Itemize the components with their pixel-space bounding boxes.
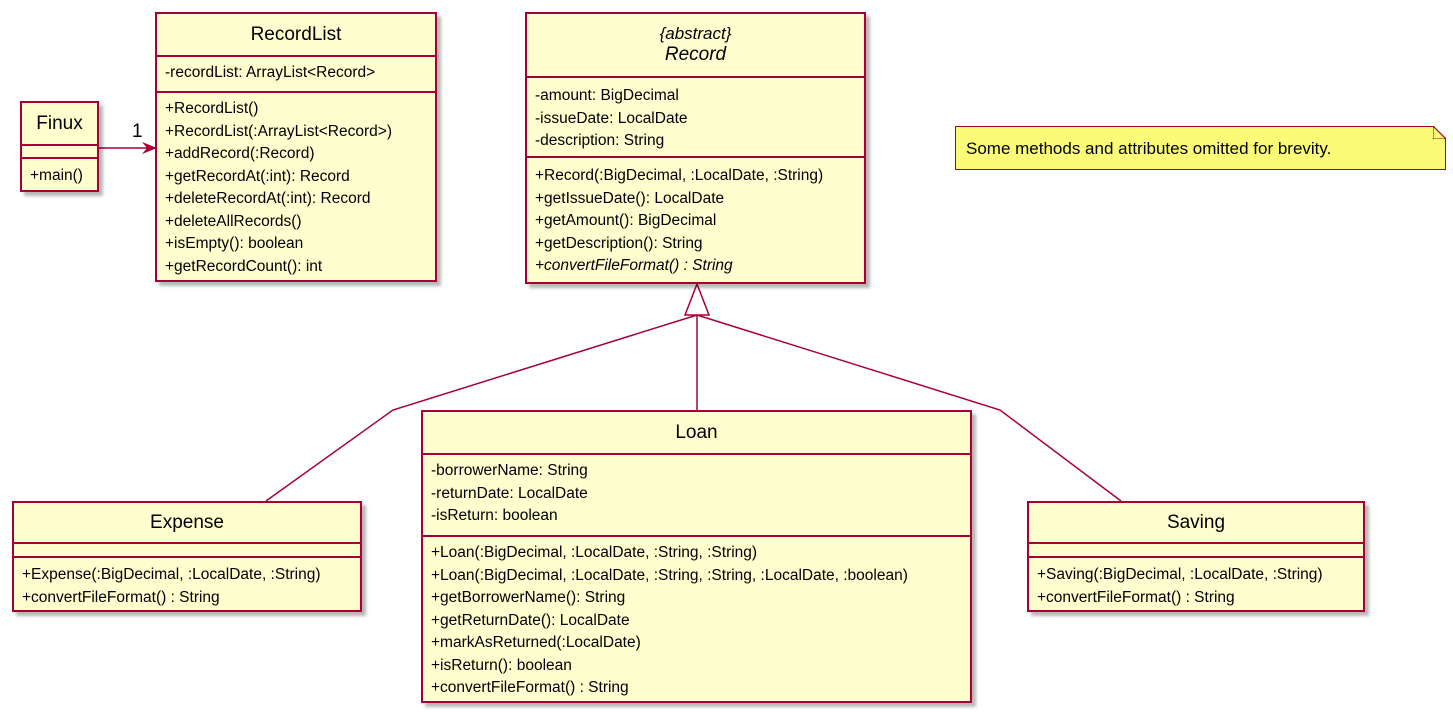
- abstract-stereotype: {abstract}: [659, 24, 732, 43]
- method: +getReturnDate(): LocalDate: [431, 611, 630, 629]
- recordlist-attributes: -recordList: ArrayList<Record>: [157, 57, 435, 91]
- method: +addRecord(:Record): [165, 145, 315, 162]
- attribute: -description: String: [535, 132, 665, 149]
- method: +Expense(:BigDecimal, :LocalDate, :Strin…: [22, 566, 321, 583]
- generalization-arrowhead: [683, 281, 711, 316]
- recordlist-methods: +RecordList() +RecordList(:ArrayList<Rec…: [157, 91, 435, 278]
- generalization-expense-line: [265, 314, 698, 502]
- loan-methods: +Loan(:BigDecimal, :LocalDate, :String, …: [423, 535, 970, 700]
- method: +RecordList(:ArrayList<Record>): [165, 122, 392, 140]
- class-name-saving: Saving: [1029, 503, 1363, 544]
- class-name-record: {abstract} Record: [527, 14, 864, 78]
- class-name-recordlist: RecordList: [157, 14, 435, 57]
- method: +Record(:BigDecimal, :LocalDate, :String…: [535, 167, 824, 184]
- record-attributes: -amount: BigDecimal -issueDate: LocalDat…: [527, 78, 864, 156]
- association-multiplicity: 1: [132, 121, 143, 142]
- method: +getIssueDate(): LocalDate: [535, 189, 725, 207]
- method: +Loan(:BigDecimal, :LocalDate, :String, …: [431, 544, 758, 561]
- class-finux: Finux +main(): [20, 101, 99, 192]
- record-methods: +Record(:BigDecimal, :LocalDate, :String…: [527, 156, 864, 278]
- class-loan: Loan -borrowerName: String -returnDate: …: [421, 410, 972, 703]
- method: +convertFileFormat() : String: [22, 588, 220, 606]
- note-fold-corner: [1433, 126, 1446, 139]
- method: +getRecordCount(): int: [165, 257, 323, 275]
- method: +isReturn(): boolean: [431, 656, 572, 674]
- method: +getRecordAt(:int): Record: [165, 167, 350, 185]
- expense-attributes: [14, 544, 360, 556]
- class-name-loan: Loan: [423, 412, 970, 455]
- method: +Loan(:BigDecimal, :LocalDate, :String, …: [431, 566, 908, 584]
- class-saving: Saving +Saving(:BigDecimal, :LocalDate, …: [1027, 501, 1365, 612]
- attribute: -recordList: ArrayList<Record>: [165, 64, 376, 81]
- class-name-finux: Finux: [22, 103, 97, 146]
- finux-methods: +main(): [22, 157, 97, 188]
- attribute: -amount: BigDecimal: [535, 87, 679, 104]
- method: +getDescription(): String: [535, 234, 703, 252]
- abstract-method: +convertFileFormat() : String: [535, 257, 733, 274]
- class-name-expense: Expense: [14, 503, 360, 544]
- method: +deleteAllRecords(): [165, 212, 302, 230]
- note: Some methods and attributes omitted for …: [955, 126, 1446, 170]
- method: +deleteRecordAt(:int): Record: [165, 190, 371, 207]
- generalization-saving-line: [696, 314, 1122, 502]
- method: +RecordList(): [165, 100, 259, 117]
- loan-attributes: -borrowerName: String -returnDate: Local…: [423, 455, 970, 535]
- method: +getBorrowerName(): String: [431, 589, 626, 606]
- class-name-record-text: Record: [664, 44, 727, 65]
- class-recordlist: RecordList -recordList: ArrayList<Record…: [155, 12, 437, 282]
- method: +Saving(:BigDecimal, :LocalDate, :String…: [1037, 566, 1323, 583]
- class-record: {abstract} Record -amount: BigDecimal -i…: [525, 12, 866, 284]
- attribute: -issueDate: LocalDate: [535, 109, 688, 127]
- method: +convertFileFormat() : String: [1037, 588, 1235, 606]
- association-arrowhead: [142, 142, 157, 154]
- method: +markAsReturned(:LocalDate): [431, 634, 641, 651]
- class-expense: Expense +Expense(:BigDecimal, :LocalDate…: [12, 501, 362, 612]
- attribute: -isReturn: boolean: [431, 507, 558, 524]
- method: +main(): [30, 167, 83, 184]
- expense-methods: +Expense(:BigDecimal, :LocalDate, :Strin…: [14, 556, 360, 609]
- method: +isEmpty(): boolean: [165, 235, 304, 252]
- finux-attributes: [22, 146, 97, 157]
- attribute: -borrowerName: String: [431, 462, 588, 479]
- method: +getAmount(): BigDecimal: [535, 212, 717, 229]
- saving-attributes: [1029, 544, 1363, 556]
- attribute: -returnDate: LocalDate: [431, 484, 588, 502]
- method: +convertFileFormat() : String: [431, 679, 629, 696]
- saving-methods: +Saving(:BigDecimal, :LocalDate, :String…: [1029, 556, 1363, 609]
